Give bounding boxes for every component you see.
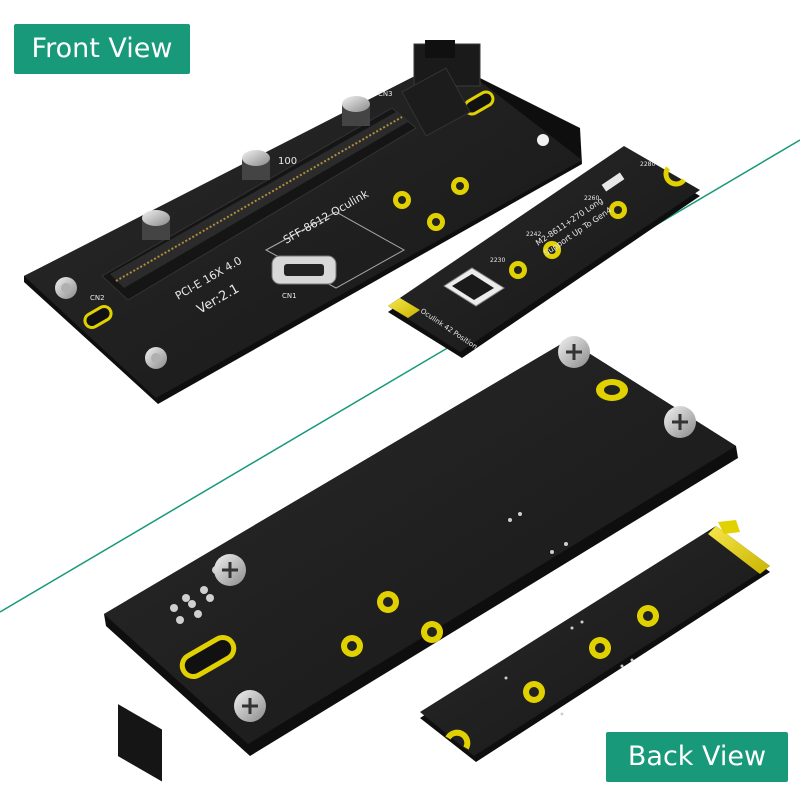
back-main-board [104, 336, 738, 782]
mount-hole [537, 134, 549, 146]
bottom-connector [118, 704, 162, 782]
size-label: 2260 [584, 195, 599, 202]
size-label: 2280 [640, 161, 655, 168]
capacitor: 100 [242, 150, 297, 180]
mount-slot [83, 305, 113, 329]
screw [664, 406, 696, 438]
screw [558, 336, 590, 368]
capacitor-label: 100 [278, 156, 297, 167]
gold-fingers [388, 298, 420, 318]
cn-label: CN1 [282, 292, 297, 300]
cn-label: CN3 [378, 90, 393, 98]
screw [145, 347, 167, 369]
screw [234, 690, 266, 722]
gold-fingers [708, 526, 770, 574]
cn-label: CN2 [90, 294, 105, 302]
back-m2-card [420, 520, 770, 762]
mount-slot [179, 635, 237, 679]
screw [55, 277, 77, 299]
front-view-label: Front View [14, 24, 190, 74]
back-view-label: Back View [606, 732, 788, 782]
front-main-board: 100 PCI-E 16X 4.0 Ver:2.1 SFF-8612 Oculi… [24, 40, 582, 404]
size-label: 2242 [526, 231, 541, 238]
qr-label [601, 172, 625, 192]
capacitor [342, 96, 370, 126]
screw [214, 554, 246, 586]
size-label: 2230 [490, 257, 505, 264]
capacitor [142, 210, 170, 240]
